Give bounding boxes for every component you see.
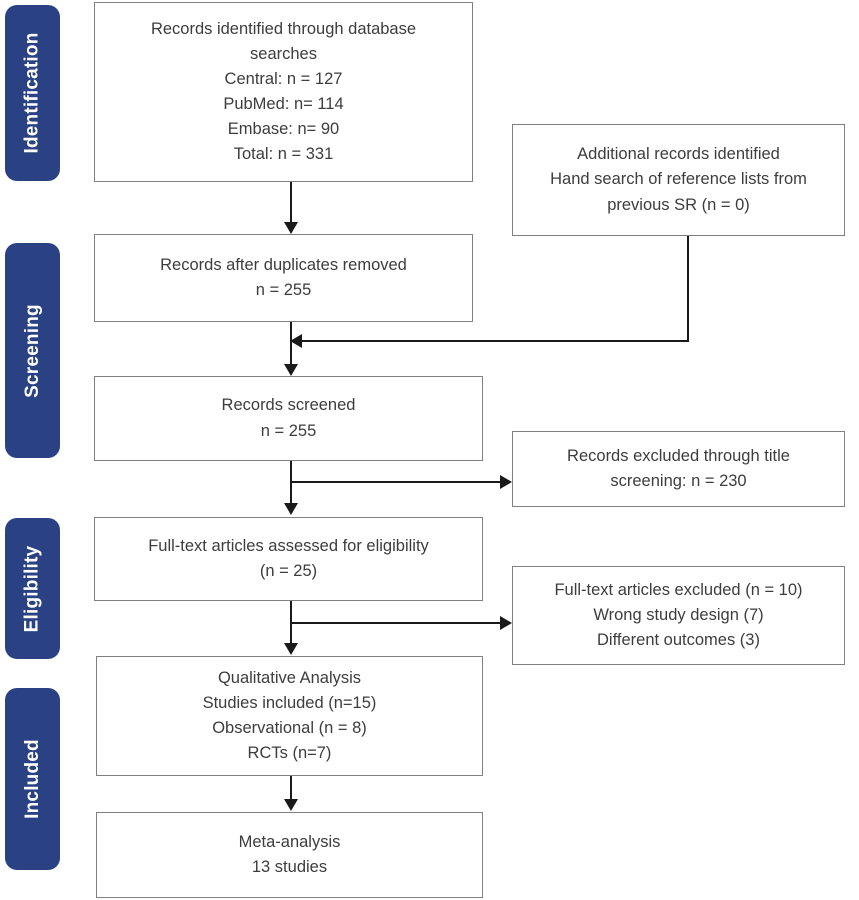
box-records-excluded: Records excluded through title screening… [512, 431, 845, 507]
box-fulltext-excluded-text: Full-text articles excluded (n = 10) Wro… [554, 580, 803, 650]
stage-tab-identification: Identification [5, 5, 60, 181]
box-additional-records-text: Additional records identified Hand searc… [550, 145, 807, 214]
box-records-excluded-text: Records excluded through title screening… [567, 446, 790, 490]
connector-screened-to-excluded [290, 481, 502, 483]
connector-fulltext-to-excluded [290, 622, 502, 624]
box-records-screened-text: Records screened n = 255 [221, 396, 356, 440]
box-records-after-duplicates: Records after duplicates removed n = 255 [94, 234, 473, 322]
arrowhead-fulltext-to-qualitative [284, 643, 298, 655]
stage-tab-eligibility-label: Eligibility [21, 545, 43, 632]
connector-screened-to-fulltext [290, 461, 292, 506]
box-fulltext-assessed-text: Full-text articles assessed for eligibil… [148, 536, 429, 580]
connector-identified-to-duplicates [290, 182, 292, 224]
stage-tab-identification-label: Identification [21, 32, 43, 154]
connector-additional-records-down [687, 236, 689, 341]
stage-tab-included-label: Included [21, 739, 43, 819]
arrowhead-screened-to-fulltext [284, 503, 298, 515]
stage-tab-included: Included [5, 688, 60, 870]
box-fulltext-excluded: Full-text articles excluded (n = 10) Wro… [512, 566, 845, 665]
arrowhead-identified-to-duplicates [284, 222, 298, 234]
box-records-identified-text: Records identified through database sear… [150, 19, 417, 164]
box-qualitative-analysis: Qualitative Analysis Studies included (n… [96, 656, 483, 776]
box-records-screened: Records screened n = 255 [94, 376, 483, 461]
box-meta-analysis-text: Meta-analysis 13 studies [238, 832, 341, 876]
box-fulltext-assessed: Full-text articles assessed for eligibil… [94, 517, 483, 601]
arrowhead-fulltext-to-excluded [500, 616, 512, 630]
box-records-after-duplicates-text: Records after duplicates removed n = 255 [160, 255, 407, 299]
connector-qualitative-to-meta [290, 776, 292, 802]
box-records-identified: Records identified through database sear… [94, 2, 473, 182]
connector-duplicates-to-screened [290, 322, 292, 366]
arrowhead-screened-to-excluded [500, 475, 512, 489]
stage-tab-screening: Screening [5, 243, 60, 458]
stage-tab-screening-label: Screening [21, 303, 43, 398]
box-additional-records: Additional records identified Hand searc… [512, 124, 845, 236]
box-qualitative-analysis-text: Qualitative Analysis Studies included (n… [202, 668, 377, 763]
box-meta-analysis: Meta-analysis 13 studies [96, 812, 483, 898]
arrowhead-additional-records-into-trunk [290, 334, 302, 348]
connector-additional-records-left [300, 340, 689, 342]
arrowhead-qualitative-to-meta [284, 799, 298, 811]
arrowhead-duplicates-to-screened [284, 364, 298, 376]
stage-tab-eligibility: Eligibility [5, 518, 60, 659]
